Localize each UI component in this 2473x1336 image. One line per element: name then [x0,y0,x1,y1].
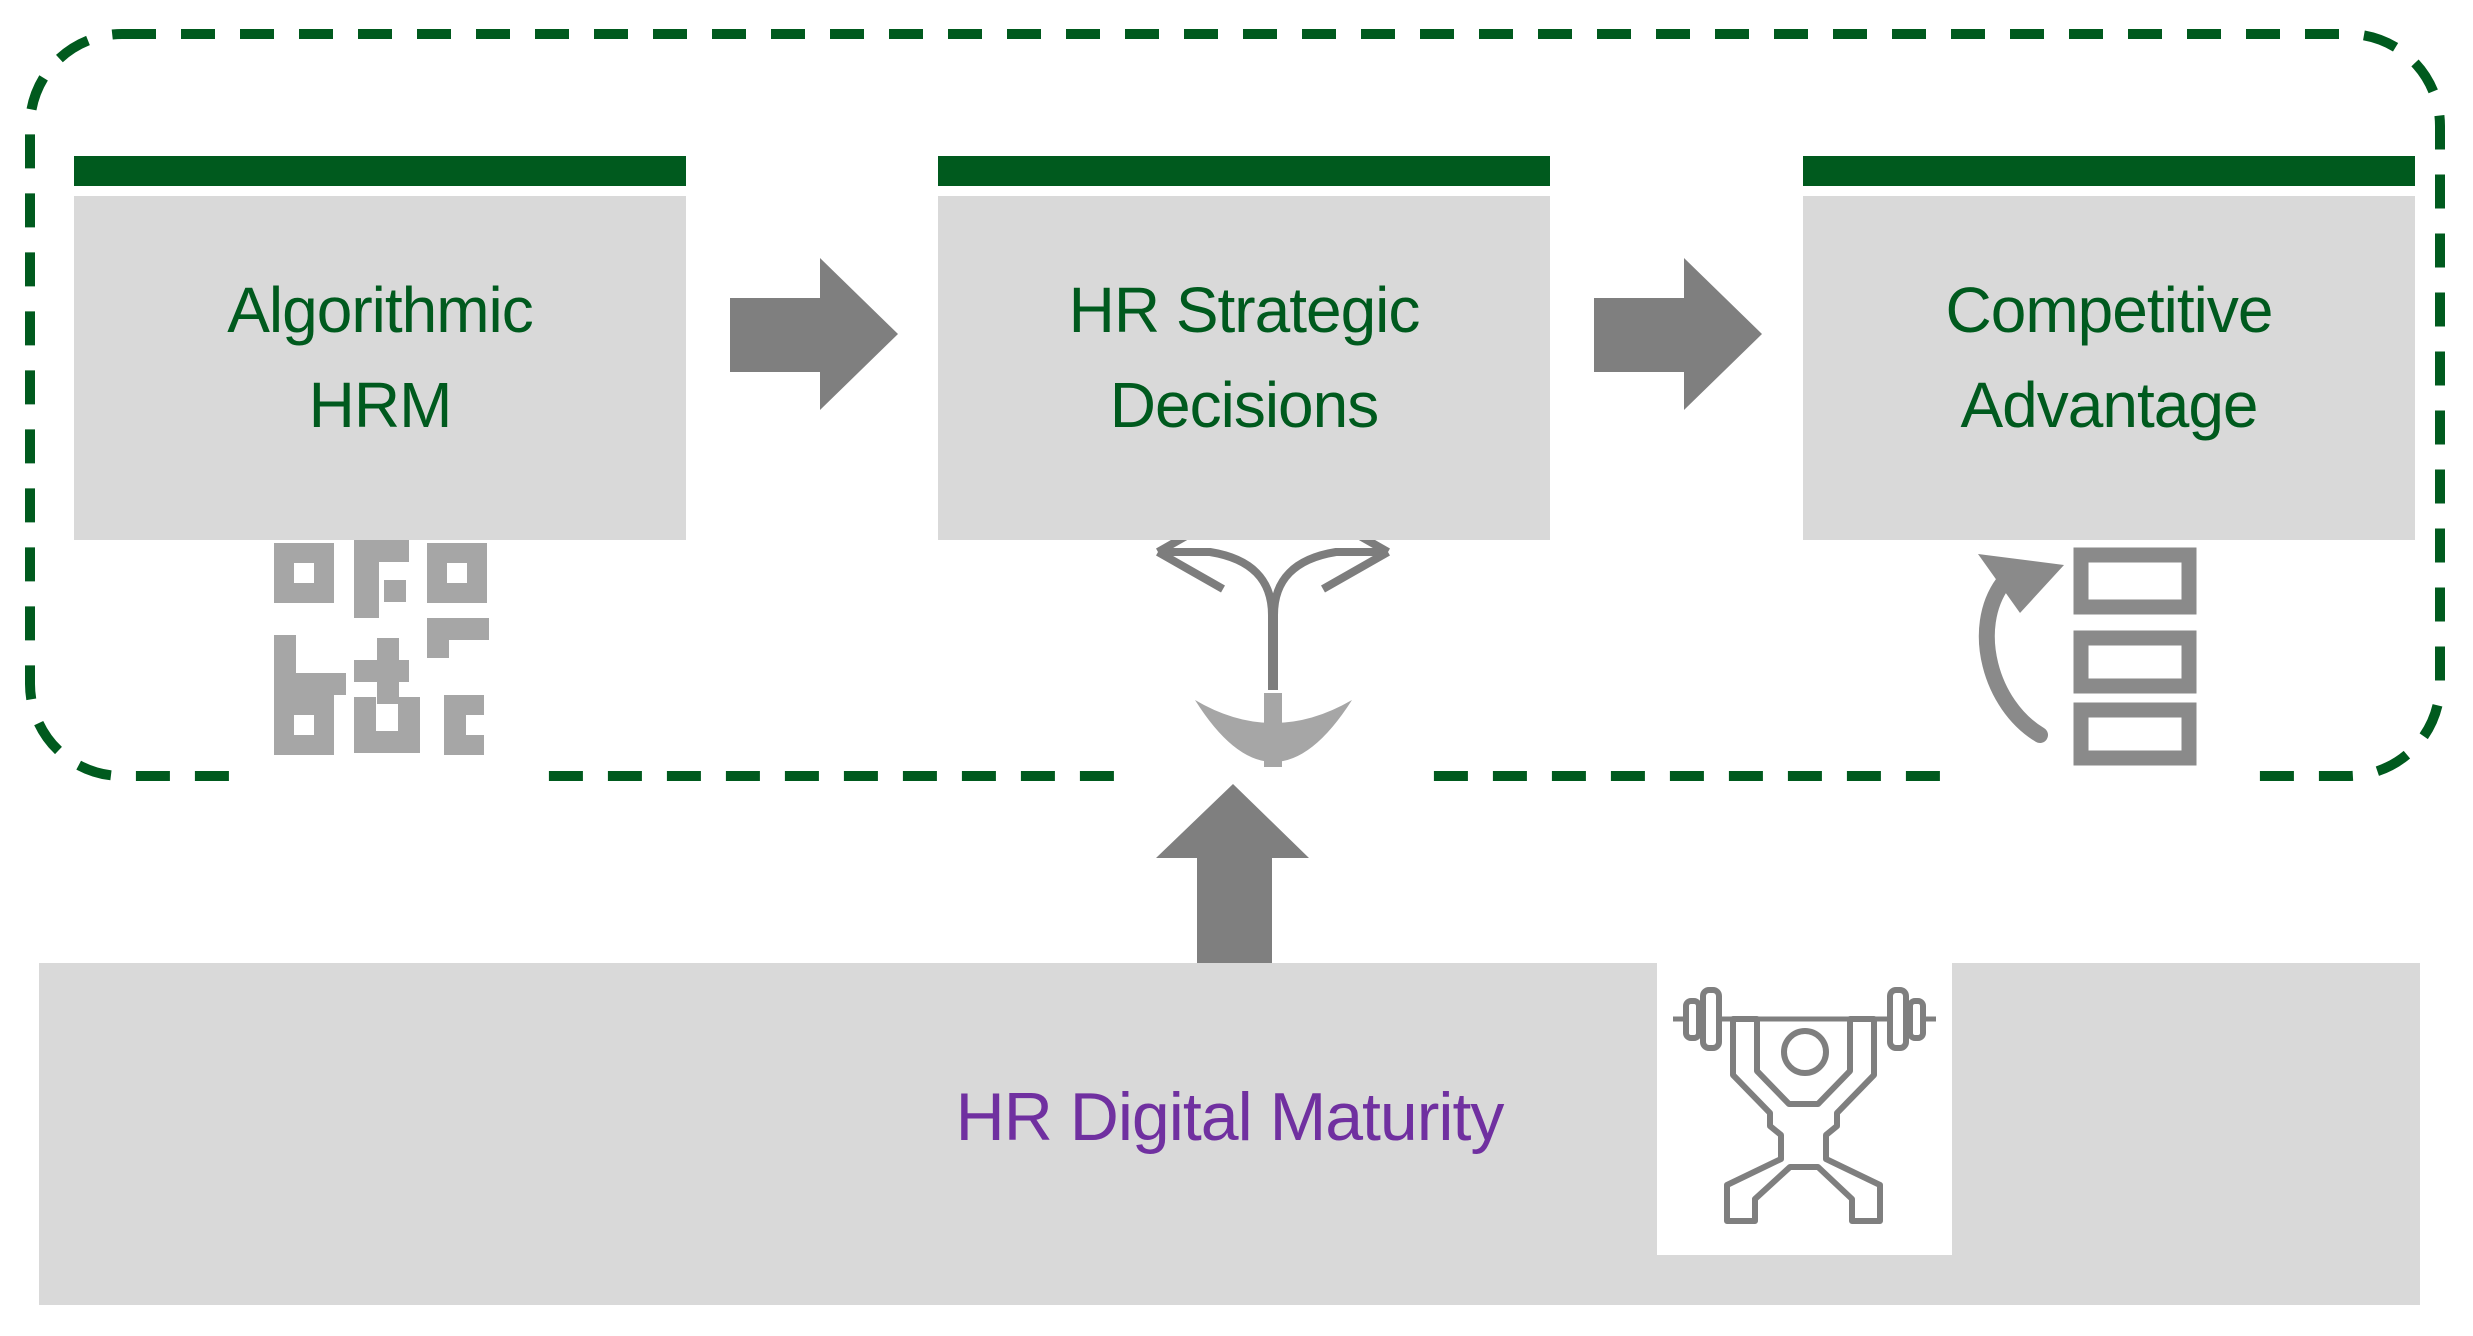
box-accent-bar-decisions [938,156,1550,186]
icon-plate-decisions [1128,490,1430,795]
icon-plate-advantage [1940,503,2236,795]
box-accent-bar-advantage [1803,156,2415,186]
arrow-up-icon [1156,784,1309,964]
icon-plate-weightlifter [1657,963,1952,1255]
box-accent-bar-algorithmic [74,156,686,186]
arrow-right-icon [1594,258,1762,410]
weightlifter-icon [1673,987,1936,1224]
qr-code-icon [274,540,489,755]
box-label: HR Strategic Decisions [1068,274,1421,441]
box-label: Algorithmic HRM [227,274,534,441]
arrow-right-icon [730,258,898,410]
box-algorithmic-hrm: Algorithmic HRM [74,196,686,540]
moderator-bar-hr-digital-maturity: HR Digital Maturity [39,963,2420,1305]
icon-plate-algorithmic [233,503,529,795]
box-competitive-advantage: Competitive Advantage [1803,196,2415,540]
box-hr-strategic-decisions: HR Strategic Decisions [938,196,1550,540]
list-refresh-icon [1978,547,2197,766]
moderator-label: HR Digital Maturity [955,1079,1505,1155]
box-label: Competitive Advantage [1945,274,2274,441]
